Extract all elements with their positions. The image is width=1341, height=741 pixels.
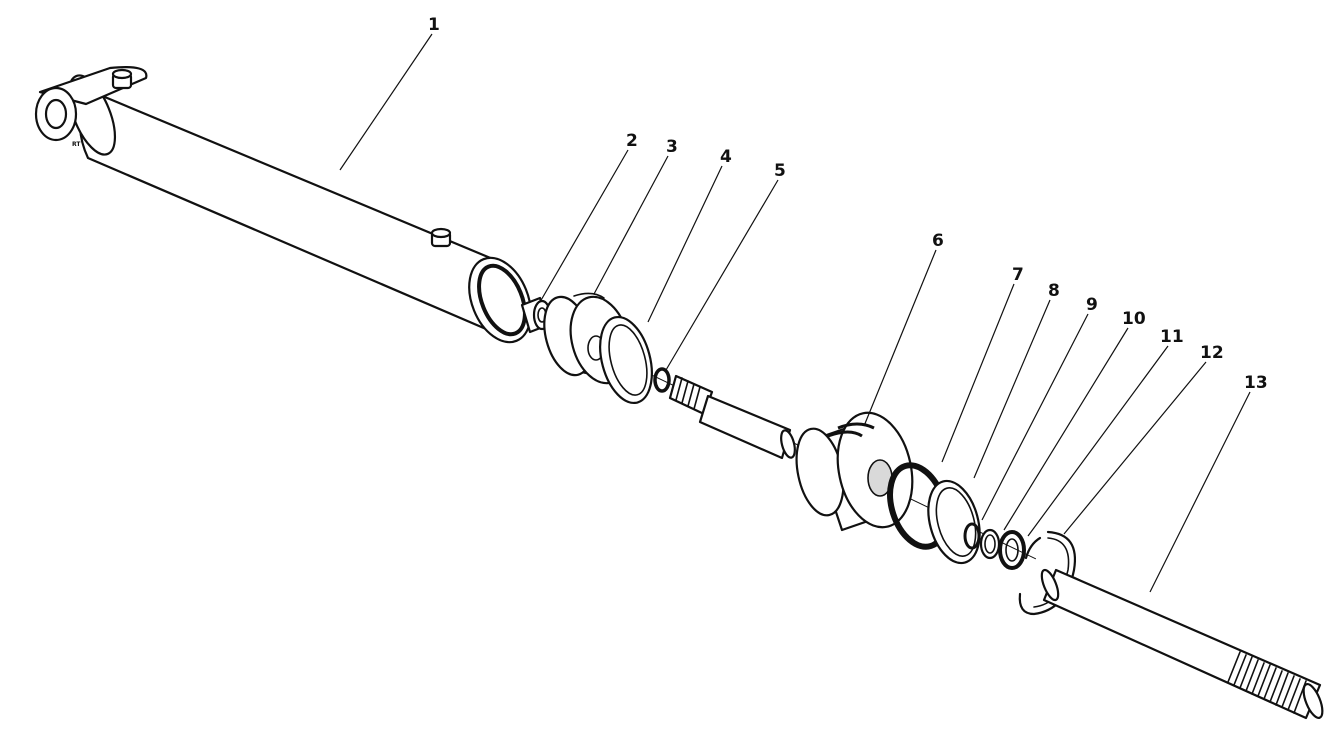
part-8-washer [927, 479, 981, 565]
rod-threaded-end [1302, 683, 1324, 719]
ring-outer [599, 315, 653, 405]
part-10-backup-ring [979, 528, 1001, 560]
part-4-ring [599, 315, 653, 405]
callout-5: 5 [774, 161, 786, 181]
callout-10: 10 [1122, 309, 1146, 329]
callout-11: 11 [1160, 327, 1184, 347]
callout-labels: 1 2 3 4 5 6 7 8 9 10 11 12 13 [428, 15, 1268, 393]
callout-6: 6 [932, 231, 944, 251]
leader-11 [1027, 345, 1169, 537]
callout-8: 8 [1048, 281, 1060, 301]
callout-12: 12 [1200, 343, 1224, 363]
wiper-outer [998, 530, 1026, 570]
callout-7: 7 [1012, 265, 1024, 285]
leader-12 [1063, 361, 1207, 535]
washer-inner [935, 487, 977, 557]
front-port-top [430, 227, 452, 239]
leader-2 [539, 149, 629, 303]
rod-rear-end [1040, 568, 1060, 602]
leader-3 [593, 155, 669, 295]
leader-13 [1149, 391, 1251, 593]
leader-8 [973, 299, 1051, 479]
rod-shaft [698, 394, 792, 460]
rod-end [780, 429, 796, 459]
leader-lines [339, 33, 1251, 593]
callout-4: 4 [720, 147, 732, 167]
callout-13: 13 [1244, 373, 1268, 393]
part-13-piston-rod [1040, 568, 1324, 720]
callout-3: 3 [666, 137, 678, 157]
rear-port-top [111, 68, 133, 80]
leader-4 [647, 165, 723, 323]
snap-ring-tail [1024, 536, 1042, 560]
ring-inner [608, 324, 648, 396]
gland-groove-2 [837, 422, 875, 430]
leader-9 [981, 313, 1089, 521]
callout-2: 2 [626, 131, 638, 151]
wiper-inner [1005, 538, 1019, 562]
leader-6 [863, 249, 937, 427]
part-9-o-ring [963, 522, 981, 550]
part-6-gland [795, 411, 914, 532]
callout-9: 9 [1086, 295, 1098, 315]
rod-stub [668, 374, 796, 460]
backup-inner [984, 534, 996, 554]
part-1-cylinder-barrel: RT [34, 66, 532, 344]
leader-10 [1003, 327, 1129, 531]
cylinder-marking: RT [72, 141, 81, 148]
barrel-body [78, 88, 517, 337]
leader-1 [339, 33, 433, 171]
part-5-o-ring [653, 367, 671, 393]
callout-1: 1 [428, 15, 440, 35]
piston-groove [573, 292, 605, 299]
leader-7 [941, 283, 1015, 463]
rod-threads [1227, 651, 1307, 714]
part-11-wiper-seal [998, 530, 1026, 570]
barrel-bore-ring [477, 263, 527, 337]
clevis-bore [44, 98, 68, 130]
gland-groove-1 [827, 430, 863, 438]
rod-thread-lines [675, 377, 701, 410]
leader-5 [665, 179, 779, 371]
